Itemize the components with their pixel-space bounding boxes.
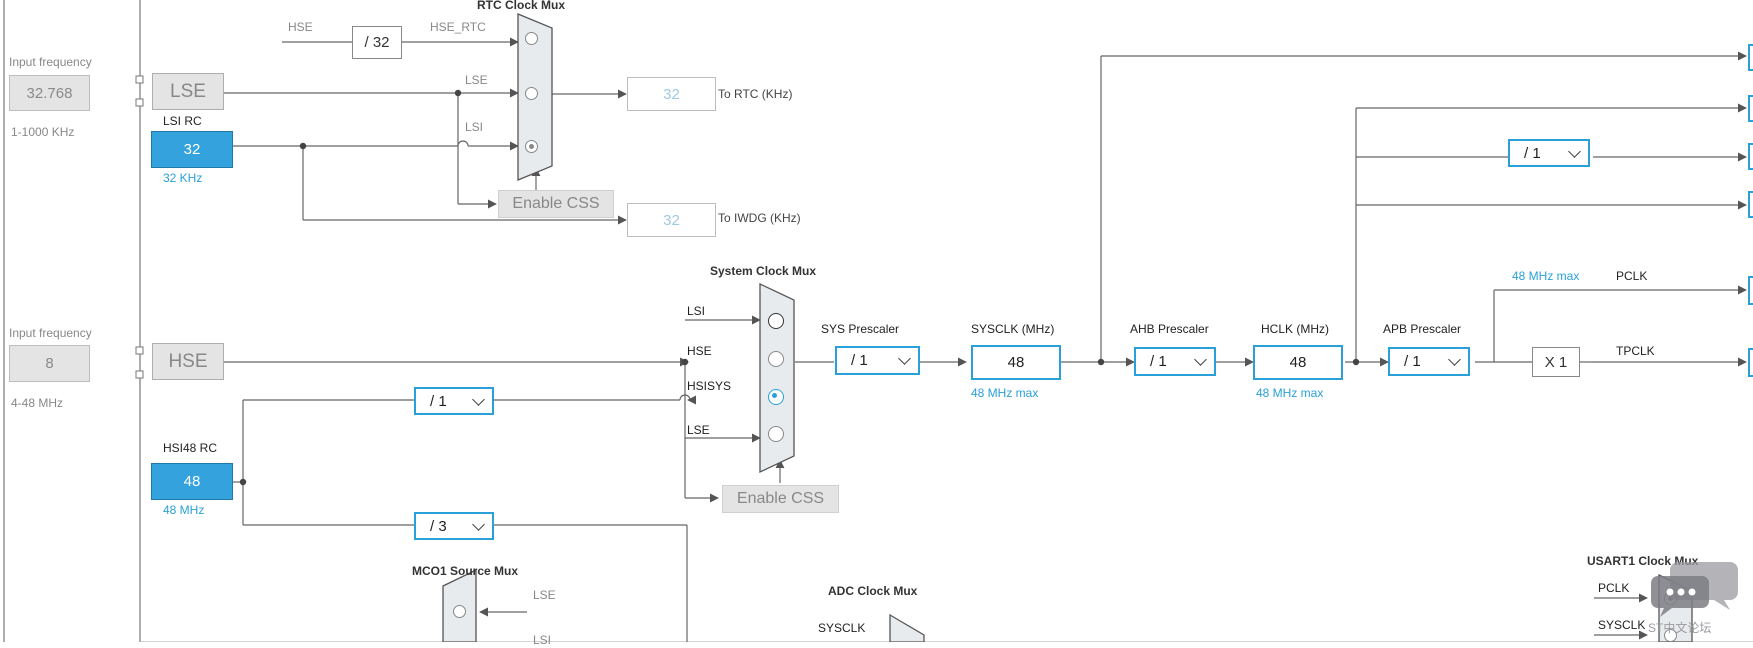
adc-sysclk-label: SYSCLK: [818, 621, 866, 635]
hse-frequency-range: 4-48 MHz: [11, 396, 64, 410]
system-clock-mux-title: System Clock Mux: [710, 264, 817, 278]
lsi-rc-block[interactable]: 32: [151, 131, 233, 168]
hclk-value-field[interactable]: 48: [1253, 345, 1343, 380]
hclk-max: 48 MHz max: [1256, 386, 1324, 400]
lsi-rc-frequency: 32 KHz: [163, 171, 203, 185]
mco1-source-mux-title: MCO1 Source Mux: [412, 564, 519, 578]
chevron-down-icon: [1448, 353, 1461, 366]
hsisys-prescaler-select[interactable]: / 1: [414, 387, 494, 415]
peripheral-output-2[interactable]: [1748, 95, 1753, 122]
usart1-sysclk-label: SYSCLK: [1598, 618, 1646, 632]
pclk-max: 48 MHz max: [1512, 269, 1580, 283]
top-prescaler-value: / 1: [1524, 144, 1541, 162]
iwdg-output-field[interactable]: 32: [627, 203, 716, 237]
peripheral-output-pclk[interactable]: [1748, 276, 1753, 305]
adc-mux-shape: [889, 613, 925, 642]
rtc-mux-radio-lsi[interactable]: [525, 140, 538, 153]
apb-prescaler-select[interactable]: / 1: [1388, 347, 1470, 376]
enable-css-button-system[interactable]: Enable CSS: [722, 485, 839, 513]
sysclk-value-field[interactable]: 48: [971, 345, 1061, 380]
sys-prescaler-select[interactable]: / 1: [835, 346, 920, 375]
peripheral-output-tpclk[interactable]: [1748, 348, 1753, 377]
apb-prescaler-label: APB Prescaler: [1383, 322, 1462, 336]
ahb-prescaler-value: / 1: [1150, 353, 1167, 370]
peripheral-output-3[interactable]: [1748, 143, 1753, 170]
chevron-down-icon: [1568, 145, 1581, 158]
sysclk-label: SYSCLK (MHz): [971, 322, 1055, 336]
chat-bubble-icon: [1651, 562, 1738, 617]
lse-oscillator-block[interactable]: LSE: [152, 73, 224, 110]
sys-prescaler-value: / 1: [851, 352, 868, 369]
rtc-lsi-label: LSI: [465, 120, 484, 134]
sys-mux-radio-hsisys[interactable]: [768, 389, 784, 405]
rtc-mux-radio-hse[interactable]: [525, 32, 538, 45]
mco1-lsi-label: LSI: [533, 633, 552, 647]
rtc-lse-label: LSE: [465, 73, 488, 87]
rtc-hse-rtc-label: HSE_RTC: [430, 20, 486, 34]
rtc-mux-radio-lse[interactable]: [525, 87, 538, 100]
sys-mux-hse-label: HSE: [687, 344, 712, 358]
sys-mux-radio-hse[interactable]: [768, 351, 784, 367]
sys-mux-lsi-label: LSI: [687, 304, 706, 318]
lse-frequency-range: 1-1000 KHz: [11, 125, 75, 139]
rtc-hse-divider-box[interactable]: / 32: [352, 26, 402, 59]
lse-input-frequency-label: Input frequency: [9, 55, 92, 69]
system-mux-shape: [759, 282, 795, 474]
hsi48-rc-block[interactable]: 48: [151, 463, 233, 500]
chevron-down-icon: [472, 518, 485, 531]
usart1-clock-mux-title: USART1 Clock Mux: [1587, 554, 1699, 568]
hsisys-prescaler-value: / 1: [430, 392, 447, 410]
hse-input-frequency-field[interactable]: 8: [9, 345, 90, 382]
mco1-lse-label: LSE: [533, 588, 556, 602]
top-prescaler-select[interactable]: / 1: [1508, 139, 1590, 167]
peripheral-output-1[interactable]: [1748, 44, 1753, 71]
ahb-prescaler-label: AHB Prescaler: [1130, 322, 1209, 336]
div3-prescaler-value: / 3: [430, 517, 447, 535]
junction-dots: [239, 89, 1360, 486]
tpclk-label: TPCLK: [1616, 344, 1655, 358]
hse-input-frequency-label: Input frequency: [9, 326, 92, 340]
chevron-down-icon: [898, 352, 911, 365]
sys-mux-radio-lse[interactable]: [768, 426, 784, 442]
hclk-label: HCLK (MHz): [1261, 322, 1329, 336]
apb-prescaler-value: / 1: [1404, 353, 1421, 370]
hsi48-rc-frequency: 48 MHz: [163, 503, 205, 517]
mco1-mux-radio-lse[interactable]: [453, 605, 466, 618]
rtc-hse-label: HSE: [288, 20, 313, 34]
tpclk-multiplier-box[interactable]: X 1: [1532, 347, 1580, 377]
sys-prescaler-label: SYS Prescaler: [821, 322, 900, 336]
rtc-output-label: To RTC (KHz): [718, 87, 793, 101]
watermark-text: ST中文论坛: [1648, 621, 1712, 635]
sys-mux-hsisys-label: HSISYS: [687, 379, 732, 393]
lse-input-frequency-field[interactable]: 32.768: [9, 75, 90, 111]
chevron-down-icon: [472, 393, 485, 406]
rtc-clock-mux-title: RTC Clock Mux: [477, 0, 566, 12]
adc-clock-mux-title: ADC Clock Mux: [828, 584, 918, 598]
sys-mux-radio-lsi[interactable]: [768, 313, 784, 329]
iwdg-output-label: To IWDG (KHz): [718, 211, 801, 225]
rtc-output-field[interactable]: 32: [627, 77, 716, 111]
sys-mux-lse-label: LSE: [687, 423, 710, 437]
usart1-pclk-label: PCLK: [1598, 581, 1630, 595]
hsi48-rc-title: HSI48 RC: [163, 441, 218, 455]
lsi-rc-title: LSI RC: [163, 114, 202, 128]
enable-css-button-rtc[interactable]: Enable CSS: [498, 190, 614, 218]
hse-oscillator-block[interactable]: HSE: [152, 343, 224, 380]
ahb-prescaler-select[interactable]: / 1: [1134, 347, 1216, 376]
div3-prescaler-select[interactable]: / 3: [414, 512, 494, 540]
sysclk-max: 48 MHz max: [971, 386, 1039, 400]
chevron-down-icon: [1194, 353, 1207, 366]
pclk-label: PCLK: [1616, 269, 1648, 283]
peripheral-output-4[interactable]: [1748, 191, 1753, 218]
